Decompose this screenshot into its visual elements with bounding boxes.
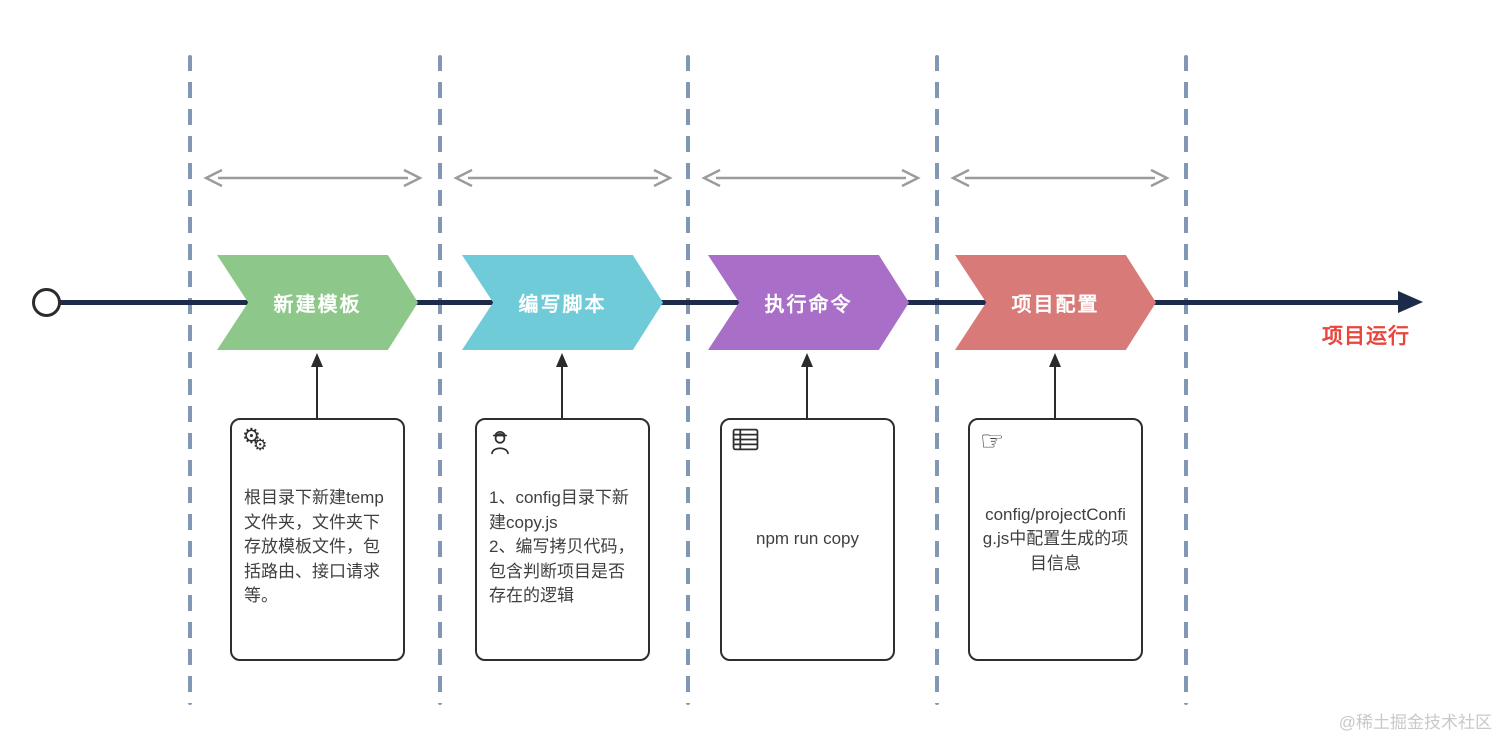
stage-chevron-create-template: 新建模板	[217, 255, 418, 350]
lane-divider-2	[438, 55, 442, 705]
note-card-create-template: ⚙⚙ 根目录下新建temp文件夹，文件夹下存放模板文件，包括路由、接口请求等。	[230, 418, 405, 661]
note-text: 根目录下新建temp文件夹，文件夹下存放模板文件，包括路由、接口请求等。	[244, 488, 384, 606]
timeline-axis	[60, 300, 1400, 305]
stage-chevron-project-config: 项目配置	[955, 255, 1156, 350]
lane-divider-3	[686, 55, 690, 705]
note-card-project-config: ☞ config/projectConfig.js中配置生成的项目信息	[968, 418, 1143, 661]
connector-line-1	[315, 366, 319, 418]
connector-arrowhead-icon-1	[310, 353, 323, 367]
connector-line-2	[560, 366, 564, 418]
note-text: npm run copy	[756, 529, 859, 549]
lane-divider-5	[1184, 55, 1188, 705]
stage-chevron-run-command: 执行命令	[708, 255, 909, 350]
connector-arrowhead-icon-3	[800, 353, 813, 367]
stage-label: 新建模板	[273, 294, 362, 316]
span-arrow-icon-1	[203, 168, 423, 188]
lane-divider-1	[188, 55, 192, 705]
stage-chevron-write-script: 编写脚本	[462, 255, 663, 350]
note-card-write-script: 1、config目录下新建copy.js 2、编写拷贝代码，包含判断项目是否存在…	[475, 418, 650, 661]
lane-divider-4	[935, 55, 939, 705]
span-arrow-icon-4	[950, 168, 1170, 188]
timeline-arrowhead-icon	[1398, 291, 1423, 313]
note-card-run-command: npm run copy	[720, 418, 895, 661]
pointing-hand-icon: ☞	[980, 426, 1005, 456]
connector-arrowhead-icon-2	[555, 353, 568, 367]
timeline-start-circle	[32, 288, 61, 317]
note-text: 1、config目录下新建copy.js 2、编写拷贝代码，包含判断项目是否存在…	[489, 488, 635, 606]
span-arrow-icon-2	[453, 168, 673, 188]
worker-icon	[487, 428, 513, 460]
span-arrow-icon-3	[701, 168, 921, 188]
table-icon	[732, 428, 759, 456]
stage-label: 编写脚本	[518, 294, 607, 316]
connector-line-3	[805, 366, 809, 418]
timeline-end-label: 项目运行	[1322, 325, 1410, 348]
stage-label: 项目配置	[1011, 294, 1100, 316]
stage-label: 执行命令	[764, 294, 853, 316]
gears-icon: ⚙⚙	[242, 425, 268, 454]
watermark: @稀土掘金技术社区	[1338, 713, 1492, 732]
connector-arrowhead-icon-4	[1048, 353, 1061, 367]
note-text: config/projectConfig.js中配置生成的项目信息	[982, 504, 1129, 573]
connector-line-4	[1053, 366, 1057, 418]
